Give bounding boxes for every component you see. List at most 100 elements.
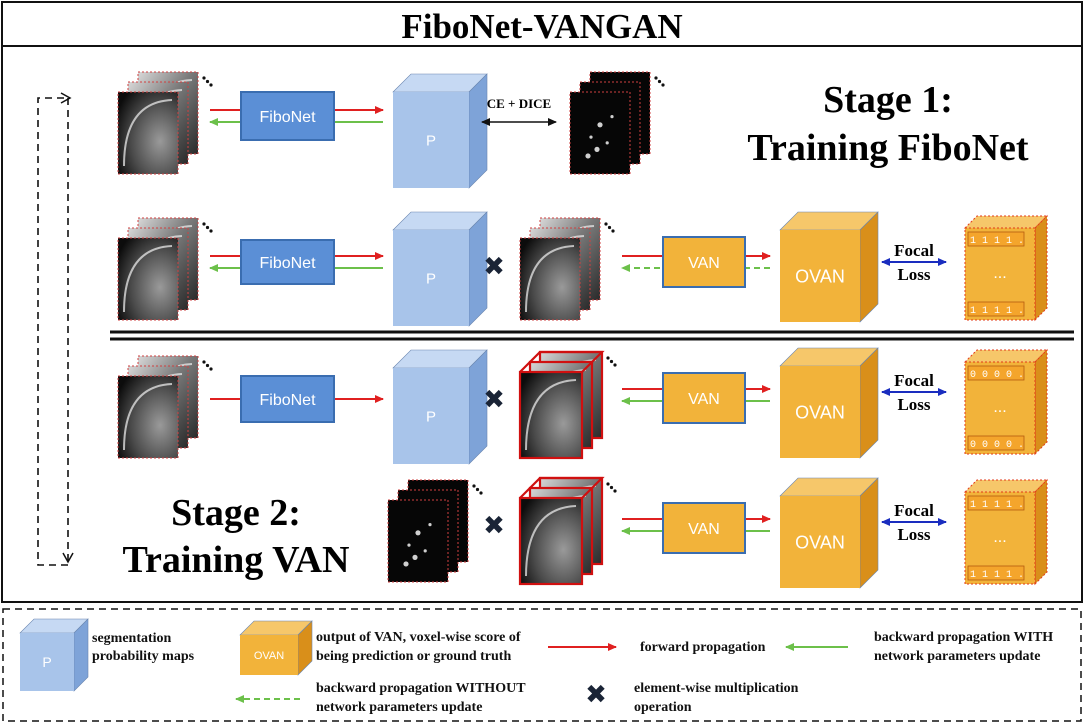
- row1-ground-truth-stack-more-dot: [654, 76, 658, 80]
- row3-van-box-label: VAN: [688, 391, 720, 408]
- row1-p-cube-label: P: [426, 132, 436, 149]
- row2-van-box-label: VAN: [688, 255, 720, 272]
- row4-focal-focal: Focal: [894, 501, 934, 520]
- row4-van-box: VAN: [662, 502, 746, 554]
- row4-masked-stack-more-dot: [606, 482, 610, 486]
- row4-ground-truth-stack-lesion: [403, 561, 409, 567]
- row4-target-cube-top: [963, 479, 1049, 493]
- row1-mri-stack-skull-edge: [123, 99, 173, 167]
- row4-ovan-cube-side: [859, 477, 879, 589]
- row3-masked-stack-box-edge: [519, 350, 605, 373]
- legend-p-cube-label: P: [42, 654, 51, 670]
- legend-ovan-line2: being prediction or ground truth: [316, 649, 511, 664]
- row1-ground-truth-stack-lesion: [605, 141, 609, 145]
- row2-masked-stack-slice: [519, 237, 581, 321]
- legend-p-line1: segmentation: [92, 631, 172, 646]
- row3-fibonet-box-label: FiboNet: [259, 392, 316, 409]
- row1-mri-stack-more-dot: [205, 79, 210, 84]
- row1-p-cube-front: [393, 92, 469, 188]
- row1-ground-truth-stack-slice: [569, 91, 631, 175]
- row4-target-cube-row-top: [967, 495, 1025, 511]
- row3-p-cube-front: [393, 368, 469, 464]
- row2-mri-stack-more-dot: [209, 229, 213, 233]
- row2-focal-loss: Loss: [897, 265, 930, 284]
- row3-mri-stack-slice: [117, 375, 179, 459]
- row3-target-cube: 0 0 0 0 ....0 0 0 0 .: [963, 348, 1049, 456]
- row3-van-box-rect: [662, 372, 746, 424]
- legend-p-line2: probability maps: [92, 649, 195, 664]
- stage1-title-line1: Stage 1:: [823, 79, 953, 121]
- row3-target-cube-row-top: [967, 365, 1025, 381]
- row1-fibonet-box-rect: [240, 91, 335, 141]
- row3-mri-stack-skull-edge: [123, 383, 173, 451]
- row2-fibonet-box-label: FiboNet: [259, 255, 316, 272]
- row4-van-box-rect: [662, 502, 746, 554]
- main-frame: [1, 1, 1083, 603]
- row2-multiply-icon: ✖: [483, 252, 505, 282]
- row4-masked-stack-more-dot: [613, 489, 617, 493]
- row3-target-cube-top: [963, 349, 1049, 363]
- row2-p-cube-front: [393, 230, 469, 326]
- row2-masked-stack-skull-edge: [525, 245, 575, 313]
- row4-target-cube-digits-top: 1 1 1 1 .: [970, 500, 1024, 511]
- row2-target-cube-side: [1034, 214, 1048, 322]
- row1-mri-stack-more-dot: [209, 83, 213, 87]
- row4-target-cube-digits-bottom: 1 1 1 1 .: [970, 570, 1024, 581]
- row1-mri-stack-more-dot: [202, 76, 206, 80]
- row3-masked-stack-more-dot: [609, 359, 614, 364]
- row3-target-cube-side: [1034, 348, 1048, 456]
- row3-ovan-cube-side: [859, 347, 879, 459]
- row3-masked-stack-skull-edge: [525, 379, 577, 451]
- row2-ovan-cube-front: [780, 230, 860, 322]
- row4-van-box-label: VAN: [688, 521, 720, 538]
- row2-masked-stack-more-dot: [611, 229, 615, 233]
- row2-mri-stack-slice: [117, 237, 179, 321]
- row4-ground-truth-stack-lesion: [412, 554, 418, 561]
- row4-ground-truth-stack-more-dot: [475, 487, 480, 492]
- row4-ground-truth-stack-lesion: [423, 549, 427, 553]
- row3-mri-stack: [117, 355, 213, 459]
- row2-ovan-cube-side: [859, 211, 879, 323]
- row3-target-cube-digits-bottom: 0 0 0 0 .: [970, 440, 1024, 451]
- row1-ground-truth-stack-lesion: [589, 135, 593, 139]
- row4-ground-truth-stack-lesion: [407, 543, 411, 547]
- row2-target-cube-row-top: [967, 231, 1025, 247]
- legend-ovan-line1: output of VAN, voxel-wise score of: [316, 630, 521, 645]
- row4-ground-truth-stack-more-dot: [479, 491, 483, 495]
- legend-frame: [2, 608, 1082, 722]
- legend-forward-label: forward propagation: [640, 640, 766, 655]
- row4-masked-stack-slice: [518, 496, 584, 586]
- row4-ground-truth-stack-lesion: [415, 530, 421, 536]
- row3-masked-stack-more-dot: [606, 356, 610, 360]
- row3-mri-stack-more-dot: [209, 367, 213, 371]
- row2-fibonet-box: FiboNet: [240, 239, 335, 285]
- row2-van-box: VAN: [662, 236, 746, 288]
- legend-backward-with-line2: network parameters update: [874, 649, 1040, 664]
- row4-ovan-cube-front: [780, 496, 860, 588]
- row1-fibonet-box: FiboNet: [240, 91, 335, 141]
- row2-target-cube-digits-top: 1 1 1 1 .: [970, 236, 1024, 247]
- row3-multiply-icon: ✖: [483, 385, 505, 415]
- row4-ovan-cube-label: OVAN: [795, 532, 845, 552]
- legend-ovan-cube-front: [240, 635, 298, 675]
- row1-mri-stack: [117, 71, 213, 175]
- row2-masked-stack-more-dot: [604, 222, 608, 226]
- row4-ground-truth-stack-more-dot: [472, 484, 476, 488]
- row1-ground-truth-stack-lesion: [597, 122, 603, 128]
- row3-ovan-cube-label: OVAN: [795, 402, 845, 422]
- row4-ovan-cube: OVAN: [779, 477, 879, 589]
- row4-target-cube-ellipsis: ...: [993, 529, 1006, 546]
- row2-target-cube-row-bottom: [967, 301, 1025, 317]
- legend-backward-without-line1: backward propagation WITHOUT: [316, 681, 526, 696]
- stage1-title-line2: Training FiboNet: [747, 127, 1028, 169]
- row4-target-cube-side: [1034, 478, 1048, 586]
- row3-target-cube-row-bottom: [967, 435, 1025, 451]
- row1-ground-truth-stack-more-dot: [661, 83, 665, 87]
- row3-p-cube: P: [392, 349, 488, 465]
- row1-ground-truth-stack: [569, 71, 665, 175]
- row2-masked-stack: [519, 217, 615, 321]
- row3-masked-stack-more-dot: [613, 363, 617, 367]
- row3-p-cube-label: P: [426, 408, 436, 425]
- row1-fibonet-box-label: FiboNet: [259, 109, 316, 126]
